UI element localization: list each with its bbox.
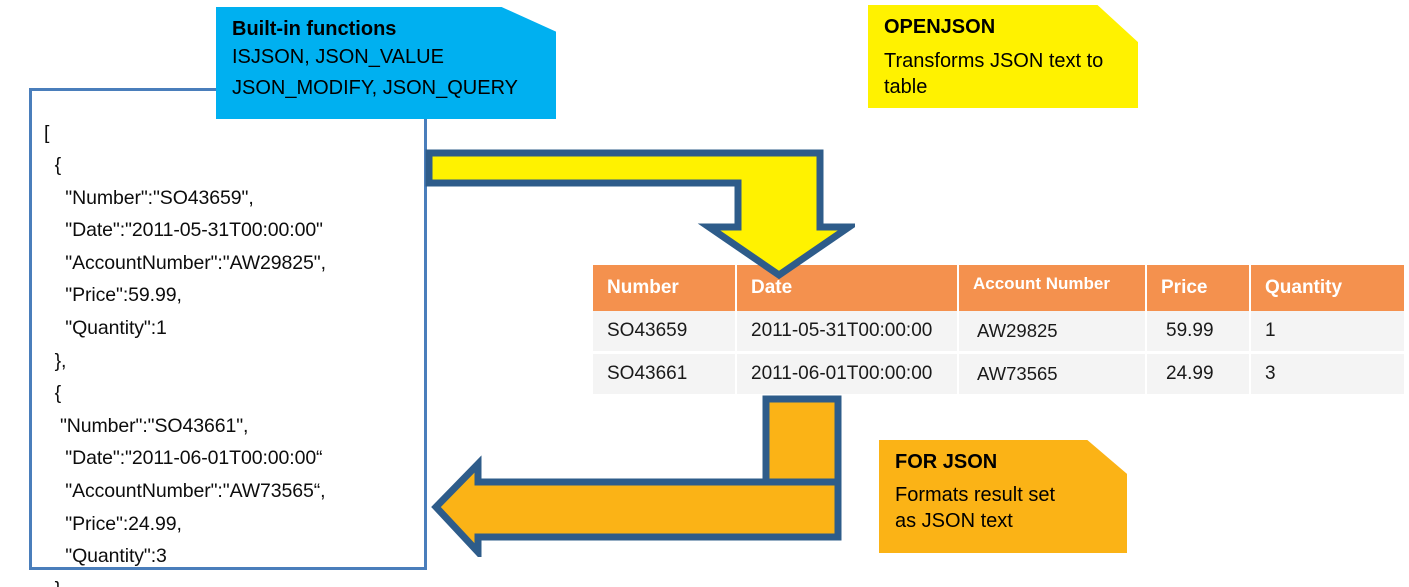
callout-openjson: OPENJSON Transforms JSON text to table bbox=[868, 5, 1138, 108]
cell-number: SO43659 bbox=[593, 311, 737, 354]
column-header-quantity: Quantity bbox=[1250, 265, 1404, 311]
callout-built-in-functions: Built-in functions ISJSON, JSON_VALUE JS… bbox=[216, 7, 556, 119]
column-header-account-number: Account Number bbox=[958, 265, 1147, 311]
cell-account-number: AW29825 bbox=[958, 311, 1147, 354]
cell-price: 24.99 bbox=[1146, 352, 1251, 394]
table-row: SO43661 2011-06-01T00:00:00 AW73565 24.9… bbox=[593, 352, 1404, 394]
callout-body-for-json: Formats result set as JSON text bbox=[895, 484, 1056, 532]
cell-date: 2011-05-31T00:00:00 bbox=[736, 311, 959, 354]
json-source-code: [ { "Number":"SO43659", "Date":"2011-05-… bbox=[44, 121, 326, 587]
json-to-table-arrow bbox=[425, 149, 855, 280]
cell-date: 2011-06-01T00:00:00 bbox=[736, 352, 959, 394]
callout-for-json: FOR JSON Formats result set as JSON text bbox=[879, 440, 1127, 553]
callout-title-built-in-functions: Built-in functions bbox=[232, 18, 397, 40]
column-header-date: Date bbox=[736, 265, 959, 311]
cell-quantity: 1 bbox=[1250, 311, 1404, 354]
json-text-panel: [ { "Number":"SO43659", "Date":"2011-05-… bbox=[29, 88, 427, 587]
callout-body-built-in-functions: ISJSON, JSON_VALUE JSON_MODIFY, JSON_QUE… bbox=[232, 46, 518, 99]
callout-title-openjson: OPENJSON bbox=[884, 16, 996, 38]
table-row: SO43659 2011-05-31T00:00:00 AW29825 59.9… bbox=[593, 311, 1404, 354]
cell-price: 59.99 bbox=[1146, 311, 1251, 354]
column-header-price: Price bbox=[1146, 265, 1251, 311]
cell-account-number: AW73565 bbox=[958, 352, 1147, 394]
result-table: Number Date Account Number Price Quantit… bbox=[593, 265, 1404, 394]
table-header-row: Number Date Account Number Price Quantit… bbox=[593, 265, 1404, 311]
callout-title-for-json: FOR JSON bbox=[895, 451, 998, 473]
column-header-number: Number bbox=[593, 265, 737, 311]
table-to-json-arrow bbox=[431, 395, 842, 557]
cell-quantity: 3 bbox=[1250, 352, 1404, 394]
callout-body-openjson: Transforms JSON text to table bbox=[884, 50, 1104, 98]
cell-number: SO43661 bbox=[593, 352, 737, 394]
